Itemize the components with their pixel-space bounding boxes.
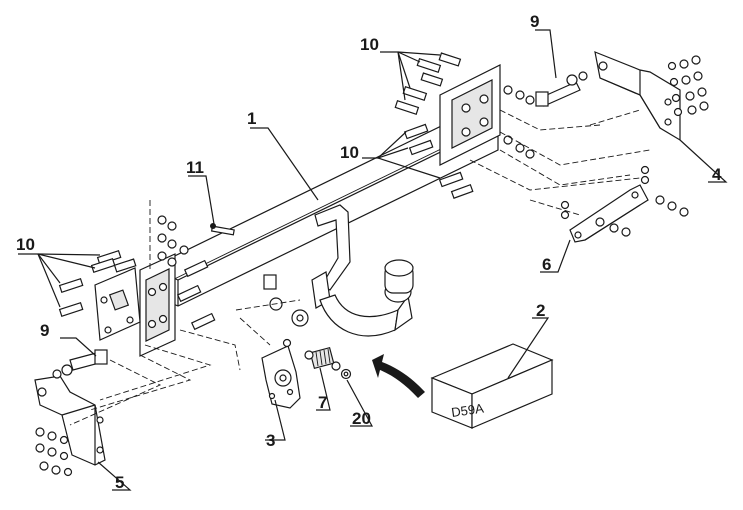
label-beam: 1 xyxy=(247,109,256,128)
leader-lines xyxy=(18,29,728,491)
beam-right-flange xyxy=(439,64,501,166)
socket-plate xyxy=(261,345,301,409)
box-code: D59A xyxy=(450,401,485,420)
strap xyxy=(560,165,689,243)
label-bolt-left: 9 xyxy=(40,321,49,340)
label-bracket-right: 4 xyxy=(712,165,722,184)
label-screw: 11 xyxy=(186,158,204,177)
label-plate: 3 xyxy=(266,431,275,450)
bolts-left xyxy=(58,249,137,317)
assembly-lines xyxy=(69,109,651,426)
label-spring: 7 xyxy=(318,393,327,412)
bolt-left xyxy=(52,349,108,379)
beam-left-bolts xyxy=(157,215,216,331)
label-bolts-mid: 10 xyxy=(340,143,359,162)
left-bracket xyxy=(34,375,106,477)
left-side-plate xyxy=(94,267,141,341)
bolts-mid xyxy=(403,123,474,199)
right-washers xyxy=(503,85,535,159)
label-bracket-left: 5 xyxy=(115,473,124,492)
right-bracket xyxy=(594,51,709,142)
spring xyxy=(304,346,341,371)
screw xyxy=(210,223,235,236)
label-box: 2 xyxy=(536,301,545,320)
label-strap: 6 xyxy=(542,255,551,274)
tow-neck xyxy=(263,204,414,337)
label-nut: 20 xyxy=(352,409,371,428)
nut xyxy=(340,368,352,380)
label-bolts-top: 10 xyxy=(360,35,379,54)
product-box: D59A xyxy=(430,343,554,429)
bolts-top xyxy=(394,52,462,115)
beam-left-flange xyxy=(139,253,176,357)
label-bolts-left: 10 xyxy=(16,235,35,254)
direction-arrow xyxy=(372,354,425,398)
part-labels: 1 2 3 4 5 6 7 20 10 10 10 9 9 11 xyxy=(16,12,722,492)
label-bolt-right: 9 xyxy=(530,12,539,31)
small-washer xyxy=(282,338,292,348)
bolt-right xyxy=(535,71,588,107)
